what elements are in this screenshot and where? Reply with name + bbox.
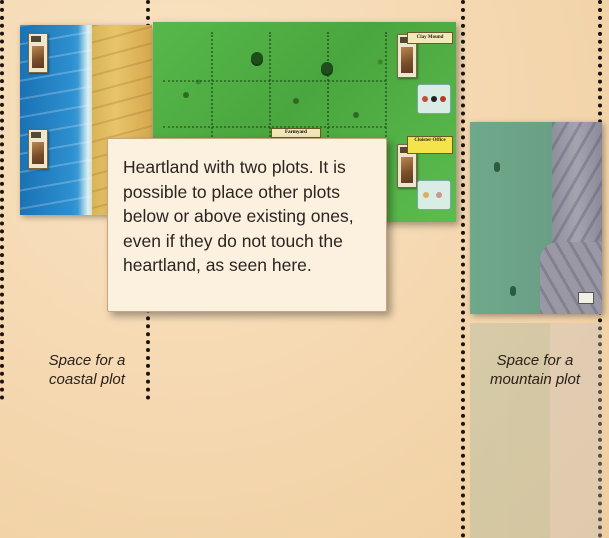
card-header-icon bbox=[31, 36, 41, 42]
coastal-slot-label-line1: Space for a bbox=[22, 352, 152, 371]
cloister-office-action-tile[interactable] bbox=[417, 180, 451, 210]
bush-icon bbox=[353, 112, 359, 118]
tree-icon bbox=[251, 52, 263, 64]
card-art bbox=[401, 47, 413, 73]
card-header-icon bbox=[31, 132, 41, 138]
coastal-slot-label-line2: coastal plot bbox=[22, 371, 152, 390]
tree-icon bbox=[494, 162, 500, 172]
tree-icon bbox=[321, 62, 333, 74]
plot-marker-icon bbox=[578, 292, 594, 304]
mountain-plot-tile[interactable] bbox=[470, 122, 602, 314]
clay-mound-action-tile[interactable] bbox=[417, 84, 451, 114]
explanation-callout: Heartland with two plots. It is possible… bbox=[107, 138, 387, 312]
bush-icon bbox=[183, 92, 189, 98]
resource-icon bbox=[431, 96, 437, 102]
building-title-cloister-office: Cloister Office bbox=[407, 136, 453, 154]
mountain-slot-label: Space for a mountain plot bbox=[464, 352, 606, 390]
coastal-building-card[interactable] bbox=[28, 129, 48, 169]
card-art bbox=[32, 142, 44, 164]
resource-icon bbox=[436, 192, 442, 198]
coastal-building-card[interactable] bbox=[28, 33, 48, 73]
resource-icon bbox=[422, 96, 428, 102]
grid-line bbox=[163, 80, 386, 82]
building-title-clay-mound: Clay Mound bbox=[407, 32, 453, 44]
mountain-left-boundary bbox=[461, 0, 465, 538]
resource-icon bbox=[423, 192, 429, 198]
coastal-left-boundary bbox=[0, 0, 4, 400]
card-art bbox=[32, 46, 44, 68]
card-art bbox=[401, 157, 413, 183]
building-panel: Clay Mound Cloister Office bbox=[395, 30, 451, 218]
mountain-slot-label-line1: Space for a bbox=[464, 352, 606, 371]
callout-text: Heartland with two plots. It is possible… bbox=[123, 155, 378, 278]
farmyard-label: Farmyard bbox=[271, 128, 321, 138]
mountain-slot-label-line2: mountain plot bbox=[464, 371, 606, 390]
resource-icon bbox=[440, 96, 446, 102]
bush-icon bbox=[293, 98, 299, 104]
coastal-slot-label: Space for a coastal plot bbox=[22, 352, 152, 390]
tree-icon bbox=[510, 286, 516, 296]
